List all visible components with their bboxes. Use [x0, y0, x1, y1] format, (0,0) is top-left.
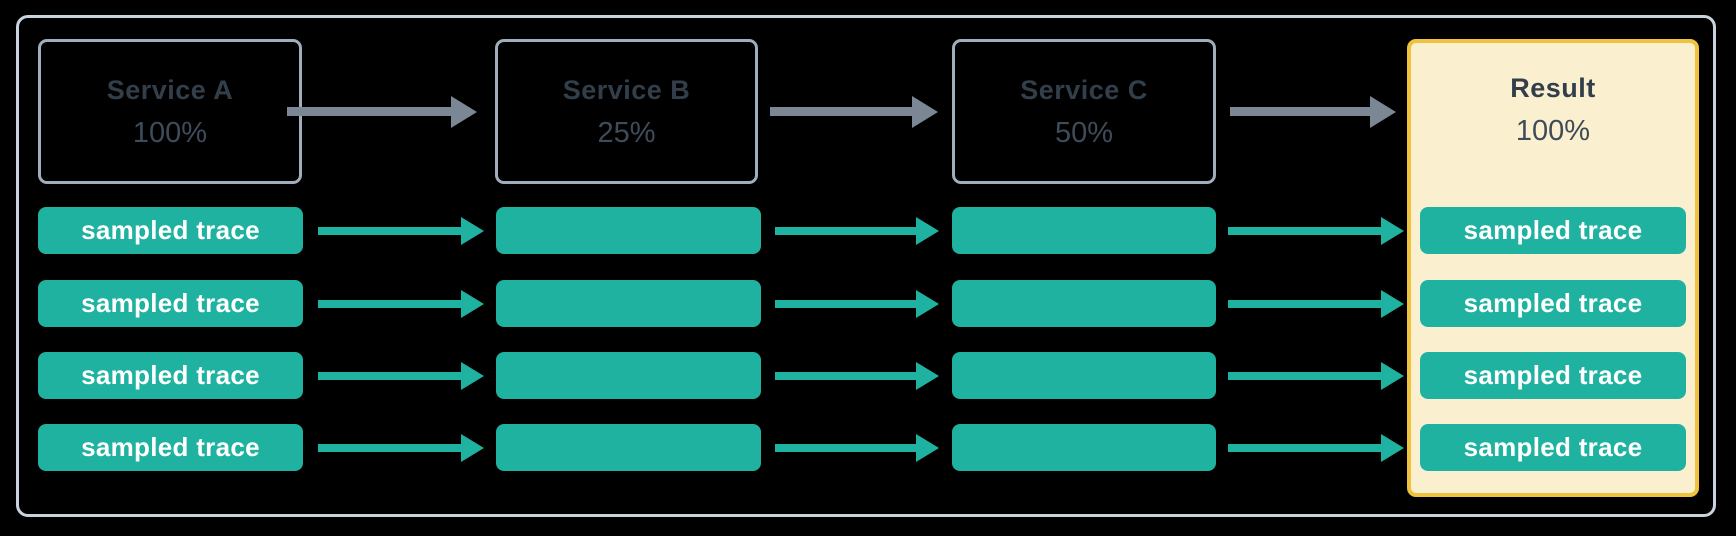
sampled-trace-box: sampled trace [38, 207, 303, 254]
sampled-trace-box: sampled trace [1420, 280, 1686, 327]
trace-arrow-icon [1228, 300, 1381, 308]
trace-arrow-icon [318, 227, 461, 235]
sampled-trace-label: sampled trace [1463, 288, 1643, 318]
sampled-trace-label: sampled trace [81, 288, 260, 318]
trace-bar [952, 280, 1216, 327]
diagram-frame [16, 15, 1716, 517]
flow-arrow-icon [770, 107, 912, 116]
trace-arrow-icon [775, 372, 916, 380]
sampled-trace-box: sampled trace [38, 280, 303, 327]
trace-arrow-icon [318, 300, 461, 308]
trace-bar [952, 424, 1216, 471]
result-rate: 100% [1515, 115, 1591, 147]
trace-arrow-icon [1228, 372, 1381, 380]
service-b-rate: 25% [597, 116, 656, 149]
trace-bar [496, 207, 761, 254]
trace-arrow-icon [318, 372, 461, 380]
sampled-trace-label: sampled trace [1463, 432, 1643, 462]
trace-arrow-icon [318, 444, 461, 452]
service-a-rate: 100% [132, 116, 208, 149]
service-c-name: Service C [1020, 74, 1148, 105]
trace-bar [952, 352, 1216, 399]
sampled-trace-label: sampled trace [1463, 215, 1643, 245]
sampled-trace-box: sampled trace [1420, 352, 1686, 399]
trace-bar [496, 280, 761, 327]
trace-arrow-icon [775, 444, 916, 452]
service-a-box: Service A 100% [38, 39, 302, 184]
flow-arrow-icon [287, 107, 451, 116]
trace-arrow-icon [775, 300, 916, 308]
sampled-trace-box: sampled trace [38, 352, 303, 399]
service-c-rate: 50% [1054, 116, 1114, 149]
trace-bar [496, 352, 761, 399]
sampled-trace-box: sampled trace [38, 424, 303, 471]
trace-bar [952, 207, 1216, 254]
result-name: Result [1510, 73, 1596, 103]
trace-arrow-icon [775, 227, 916, 235]
sampled-trace-label: sampled trace [81, 215, 260, 245]
service-b-name: Service B [562, 74, 691, 105]
sampled-trace-label: sampled trace [81, 432, 260, 462]
service-b-box: Service B 25% [495, 39, 758, 184]
trace-bar [496, 424, 761, 471]
service-c-box: Service C 50% [952, 39, 1216, 184]
flow-arrow-icon [1230, 107, 1370, 116]
sampled-trace-box: sampled trace [1420, 424, 1686, 471]
trace-arrow-icon [1228, 227, 1381, 235]
sampled-trace-label: sampled trace [81, 360, 260, 390]
service-a-name: Service A [106, 74, 234, 105]
result-box: Result 100% sampled trace sampled trace … [1407, 39, 1699, 497]
trace-arrow-icon [1228, 444, 1381, 452]
sampled-trace-label: sampled trace [1463, 360, 1643, 390]
result-header: Result 100% [1411, 43, 1695, 151]
sampled-trace-box: sampled trace [1420, 207, 1686, 254]
